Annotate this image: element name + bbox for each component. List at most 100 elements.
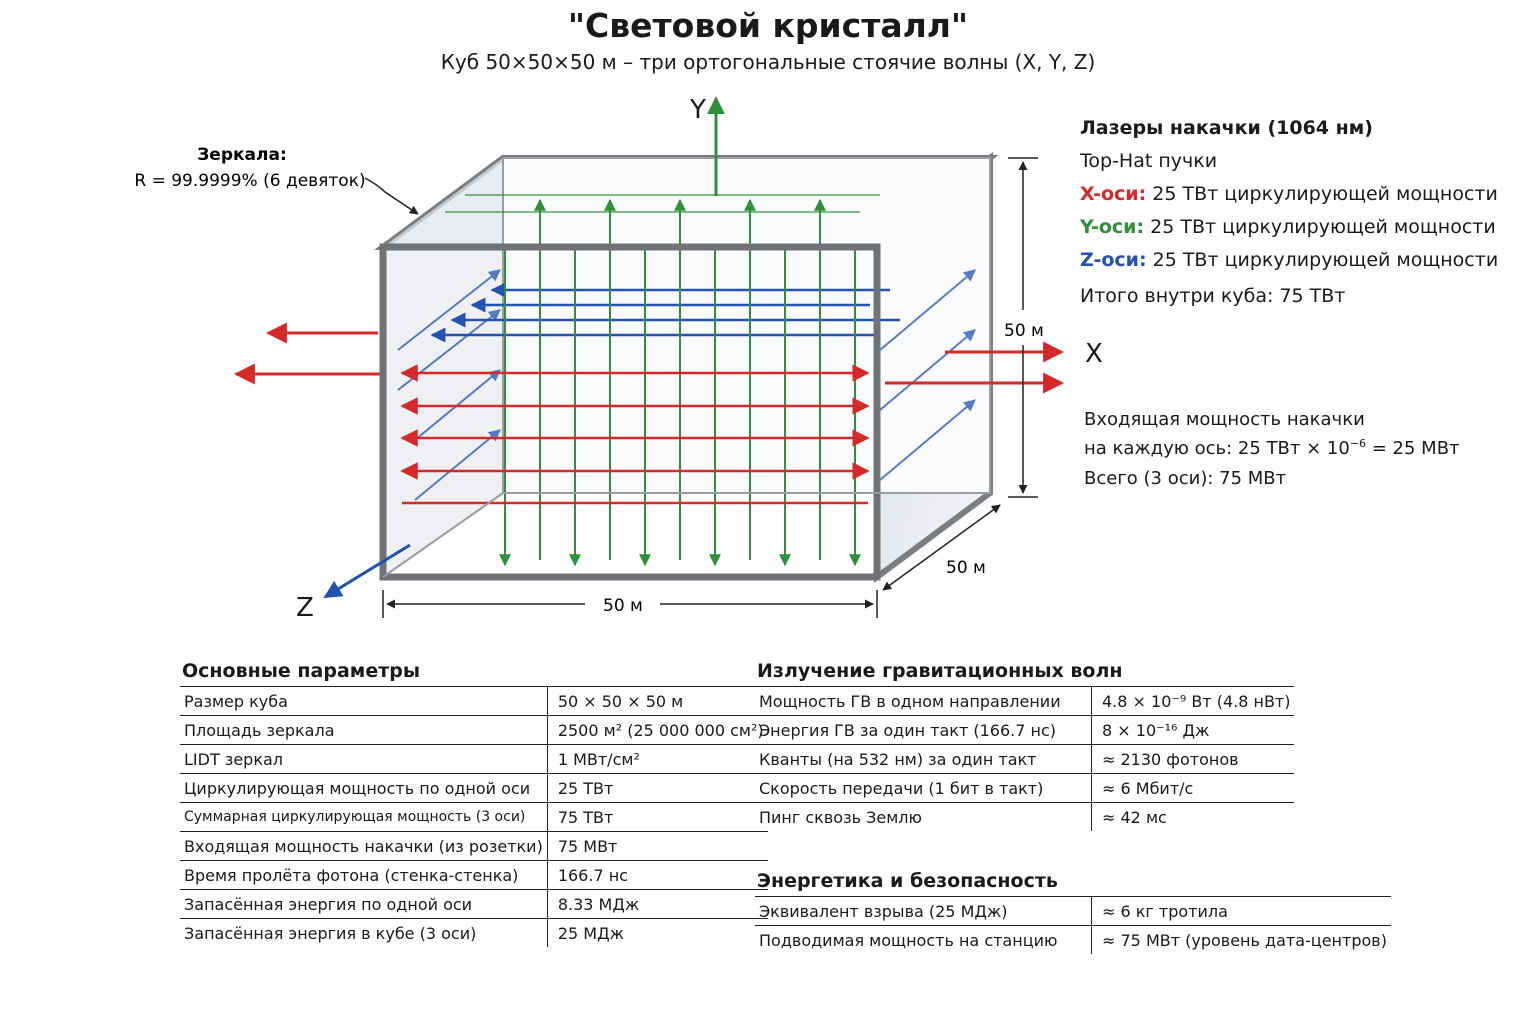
x-outgoing-arrows [233, 322, 1065, 394]
mirrors-leader [364, 177, 419, 215]
row-key: Мощность ГВ в одном направлении [755, 686, 1092, 716]
params-table-block: Основные параметры Размер куба 50 × 50 × … [180, 660, 768, 947]
pump-line2-exp: −6 [1349, 437, 1367, 450]
legend-x: X-оси: 25 ТВт циркулирующей мощности [1080, 178, 1498, 211]
legend-total: Итого внутри куба: 75 ТВт [1080, 285, 1346, 307]
table-row: Площадь зеркала 2500 м² (25 000 000 см²) [180, 715, 768, 745]
table-row: Кванты (на 532 нм) за один такт ≈ 2130 фо… [755, 744, 1295, 774]
cube-back-face [502, 157, 991, 494]
row-value: 75 МВт [557, 836, 618, 856]
row-value: 25 МДж [557, 923, 624, 943]
energy-title: Энергетика и безопасность [757, 870, 1058, 892]
row-value: ≈ 75 МВт (уровень дата-центров) [1102, 930, 1387, 950]
legend-z: Z-оси: 25 ТВт циркулирующей мощности [1080, 244, 1498, 277]
cube-diagram: Y X Z Зеркала: R = 99.9999% (6 девяток) … [134, 95, 1103, 623]
table-row: Циркулирующая мощность по одной оси 25 ТВ… [180, 773, 768, 803]
row-value: 50 × 50 × 50 м [557, 691, 684, 711]
page-title: "Световой кристалл" [567, 6, 969, 45]
row-value: 8 × 10⁻¹⁶ Дж [1102, 720, 1210, 740]
row-value: 4.8 × 10⁻⁹ Вт (4.8 нВт) [1102, 691, 1291, 711]
table-row: Мощность ГВ в одном направлении 4.8 × 10⁻… [755, 686, 1295, 716]
row-key: Подводимая мощность на станцию [755, 925, 1092, 954]
pump-line3: Всего (3 оси): 75 МВт [1084, 468, 1287, 489]
row-key: LIDT зеркал [180, 744, 548, 774]
row-key: Площадь зеркала [180, 715, 548, 745]
row-value: ≈ 6 кг тротила [1102, 901, 1228, 921]
z-beams-right [879, 269, 976, 481]
height-label: 50 м [1004, 321, 1044, 341]
row-value: 166.7 нс [557, 865, 628, 885]
table-row: Входящая мощность накачки (из розетки) 75… [180, 831, 768, 861]
params-title: Основные параметры [182, 660, 421, 682]
legend-beam-type: Top-Hat пучки [1080, 150, 1218, 172]
row-key: Скорость передачи (1 бит в такт) [755, 773, 1092, 803]
legend-z-label: Z-оси: [1080, 249, 1147, 271]
cube-front-frame [379, 243, 881, 581]
pump-line2-b: = 25 МВт [1366, 438, 1460, 459]
gw-table-block: Излучение гравитационных волн Мощность Г… [755, 660, 1295, 831]
z-beams-horizontal [430, 282, 900, 343]
row-key: Циркулирующая мощность по одной оси [180, 773, 548, 803]
pump-line1: Входящая мощность накачки [1084, 409, 1365, 430]
table-row: Время пролёта фотона (стенка-стенка) 166.… [180, 860, 768, 890]
row-key: Кванты (на 532 нм) за один такт [755, 744, 1092, 774]
y-axis-label: Y [689, 95, 706, 125]
depth-dimension [882, 504, 1001, 591]
row-key: Энергия ГВ за один такт (166.7 нс) [755, 715, 1092, 745]
row-key: Запасённая энергия по одной оси [180, 889, 548, 919]
gw-table: Мощность ГВ в одном направлении 4.8 × 10⁻… [755, 686, 1295, 831]
mirrors-title: Зеркала: [197, 145, 287, 165]
mirrors-value: R = 99.9999% (6 девяток) [134, 171, 365, 191]
table-row: Запасённая энергия в кубе (3 оси) 25 МДж [180, 918, 768, 947]
table-row: Энергия ГВ за один такт (166.7 нс) 8 × 10… [755, 715, 1295, 745]
row-value: ≈ 6 Мбит/с [1102, 778, 1194, 798]
gw-title: Излучение гравитационных волн [757, 660, 1123, 682]
table-row: Размер куба 50 × 50 × 50 м [180, 686, 768, 716]
row-value: 25 ТВт [557, 778, 614, 798]
pump-power-note: Входящая мощность накачки на каждую ось:… [1084, 408, 1460, 491]
z-axis-arrow [323, 543, 411, 599]
table-row: Запасённая энергия по одной оси 8.33 МДж [180, 889, 768, 919]
row-key: Время пролёта фотона (стенка-стенка) [180, 860, 548, 890]
height-dimension [1008, 157, 1038, 498]
row-key: Входящая мощность накачки (из розетки) [180, 831, 548, 861]
params-table: Размер куба 50 × 50 × 50 м Площадь зеркала… [180, 686, 768, 947]
row-key: Суммарная циркулирующая мощность (3 оси) [180, 802, 548, 832]
row-value: 1 МВт/см² [557, 749, 640, 769]
depth-label: 50 м [946, 558, 986, 578]
width-label: 50 м [603, 596, 643, 616]
row-value: 8.33 МДж [557, 894, 640, 914]
table-row: Пинг сквозь Землю ≈ 42 мс [755, 802, 1295, 831]
table-row: Скорость передачи (1 бит в такт) ≈ 6 Мбит… [755, 773, 1295, 803]
row-value: 2500 м² (25 000 000 см²) [557, 720, 764, 740]
width-dimension [382, 590, 878, 618]
table-row: Эквивалент взрыва (25 МДж) ≈ 6 кг тротила [755, 896, 1391, 926]
legend-y: Y-оси: 25 ТВт циркулирующей мощности [1080, 211, 1498, 244]
row-value: 75 ТВт [557, 807, 614, 827]
page-subtitle: Куб 50×50×50 м – три ортогональные стояч… [440, 50, 1096, 74]
pump-line2: на каждую ось: 25 ТВт × 10−6 = 25 МВт [1084, 432, 1460, 461]
x-beams [400, 364, 870, 505]
row-value: ≈ 42 мс [1102, 807, 1167, 827]
energy-table: Эквивалент взрыва (25 МДж) ≈ 6 кг тротила… [755, 896, 1391, 954]
energy-table-block: Энергетика и безопасность Эквивалент взр… [755, 870, 1391, 954]
table-row: Подводимая мощность на станцию ≈ 75 МВт (… [755, 925, 1391, 954]
cube-edge [382, 492, 504, 578]
row-key: Запасённая энергия в кубе (3 оси) [180, 918, 548, 947]
x-axis-label: X [1085, 339, 1103, 369]
pump-line2-a: на каждую ось: 25 ТВт × 10 [1084, 438, 1350, 459]
legend-title: Лазеры накачки (1064 нм) [1080, 117, 1373, 139]
pump-lasers-legend: Лазеры накачки (1064 нм) Top-Hat пучки X… [1080, 112, 1498, 313]
row-key: Размер куба [180, 686, 548, 716]
legend-x-label: X-оси: [1080, 183, 1147, 205]
row-key: Пинг сквозь Землю [755, 802, 1092, 831]
row-key: Эквивалент взрыва (25 МДж) [755, 896, 1092, 926]
legend-z-text: 25 ТВт циркулирующей мощности [1152, 249, 1499, 271]
z-axis-label: Z [296, 593, 314, 623]
table-row: LIDT зеркал 1 МВт/см² [180, 744, 768, 774]
table-row: Суммарная циркулирующая мощность (3 оси)… [180, 802, 768, 832]
legend-y-text: 25 ТВт циркулирующей мощности [1150, 216, 1496, 238]
y-beams-top [445, 194, 880, 213]
row-value: ≈ 2130 фотонов [1102, 749, 1239, 769]
legend-y-label: Y-оси: [1080, 216, 1145, 238]
